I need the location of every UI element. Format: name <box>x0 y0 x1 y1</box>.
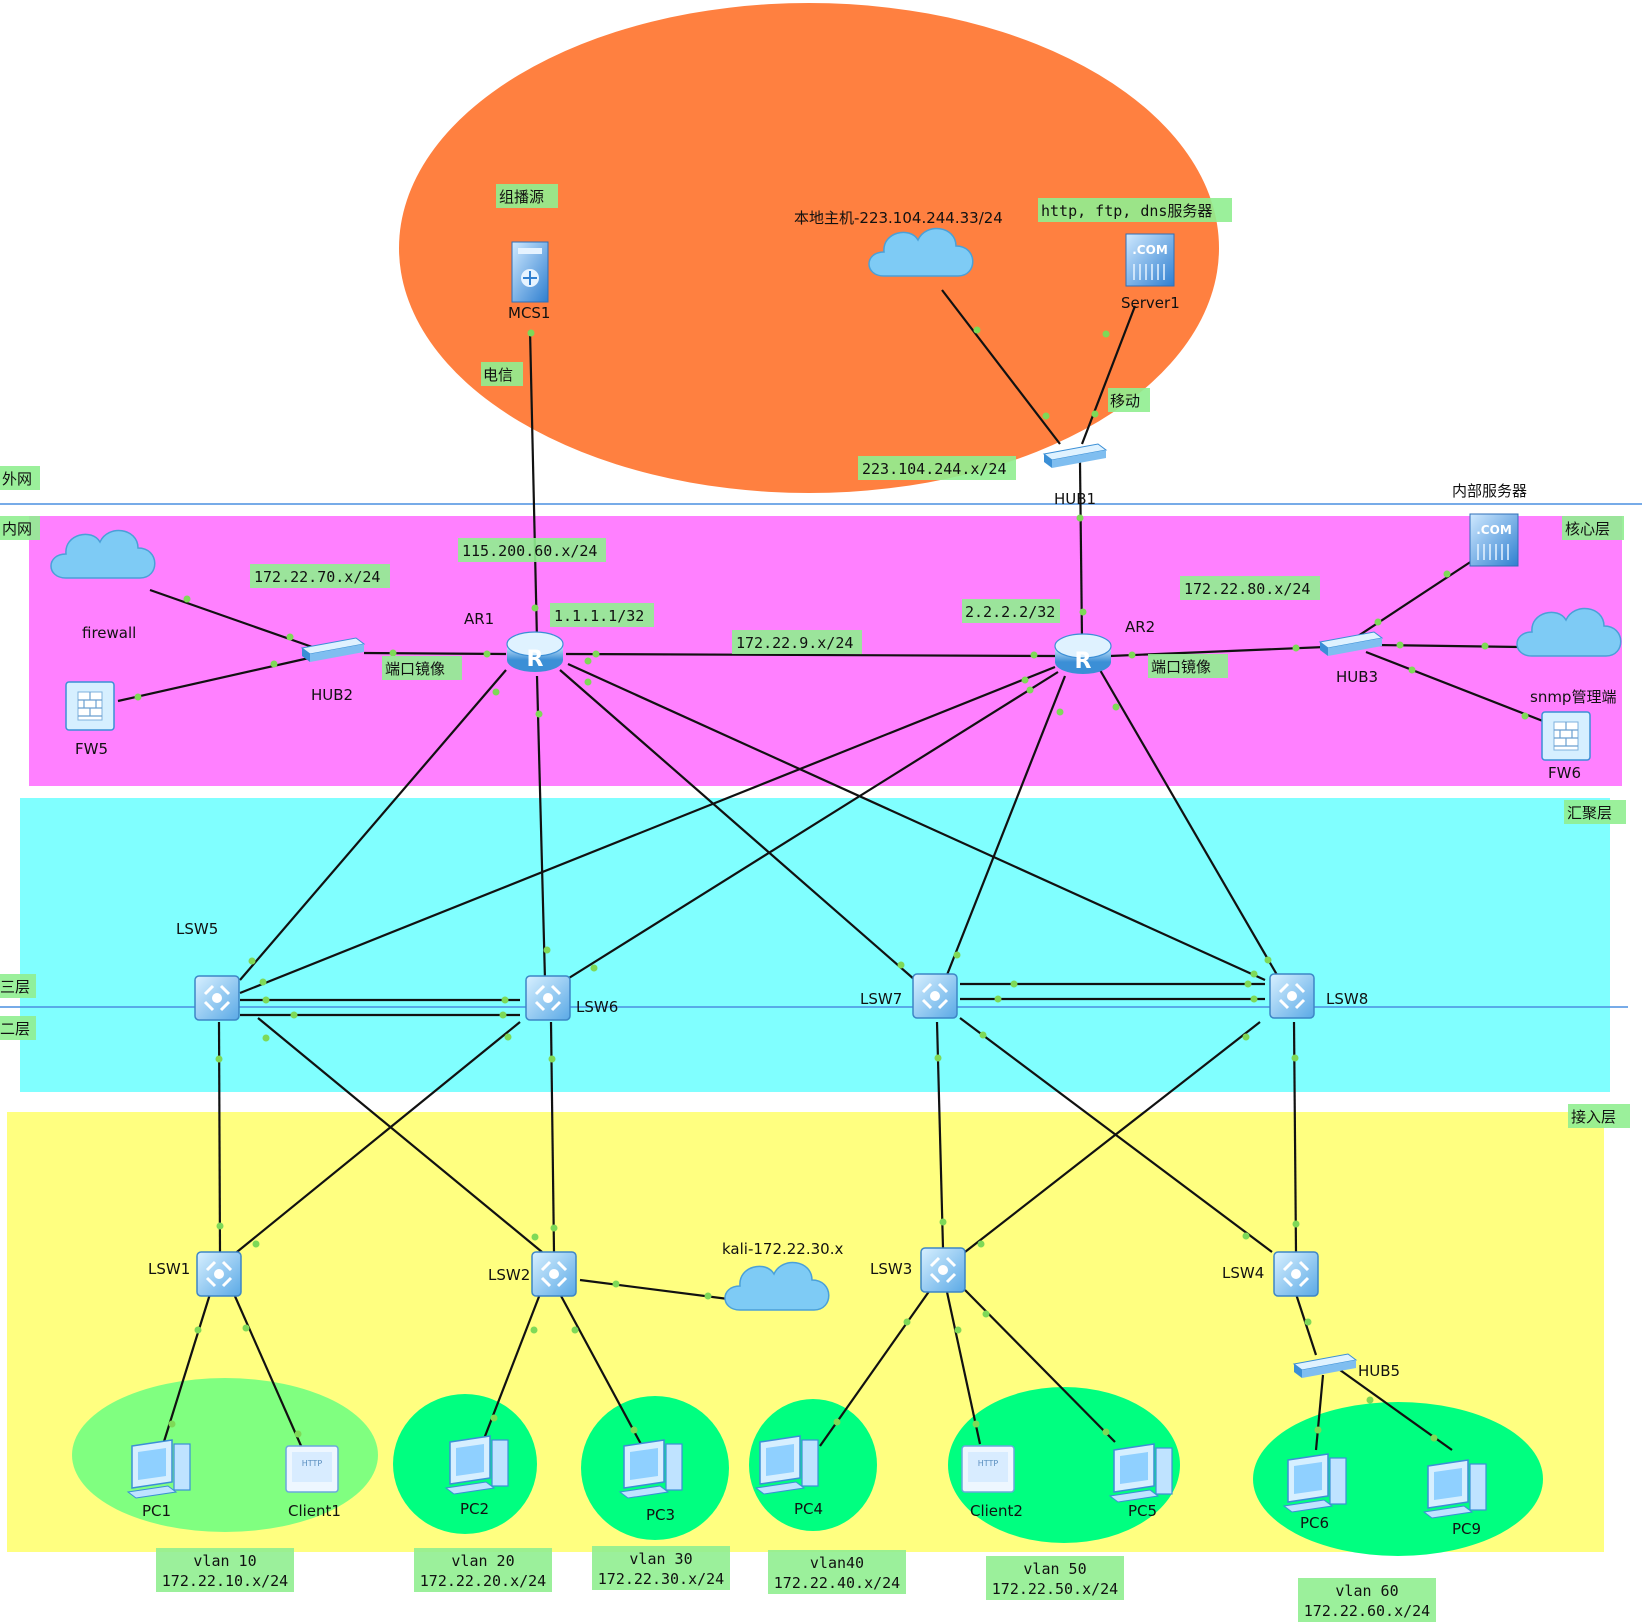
vlan20-name: vlan 20 <box>451 1552 514 1570</box>
net-80-label: 172.22.80.x/24 <box>1184 580 1310 598</box>
zone-outer-label: 外网 <box>2 470 32 488</box>
vlan60-bubble <box>1253 1402 1543 1556</box>
internal-server-label: 内部服务器 <box>1452 482 1527 500</box>
net-9-label: 172.22.9.x/24 <box>736 634 853 652</box>
hub3-label: HUB3 <box>1336 668 1378 686</box>
pc3-label: PC3 <box>646 1506 675 1524</box>
fw5-label: FW5 <box>75 740 108 758</box>
zone-layer2-label: 二层 <box>0 1020 30 1038</box>
vlan40-name: vlan40 <box>810 1554 864 1572</box>
lsw1-switch-icon[interactable] <box>195 1250 243 1298</box>
zone-core-label: 核心层 <box>1565 520 1610 538</box>
net-70-label: 172.22.70.x/24 <box>254 568 380 586</box>
ar1-label: AR1 <box>464 610 494 628</box>
lsw4-label: LSW4 <box>1222 1264 1264 1282</box>
multicast-server-icon[interactable] <box>511 241 549 303</box>
aggregation-layer-band <box>20 798 1610 1092</box>
vlan60-name: vlan 60 <box>1335 1582 1398 1600</box>
vlan10-name: vlan 10 <box>193 1552 256 1570</box>
pc4-label: PC4 <box>794 1500 823 1518</box>
net-115-label: 115.200.60.x/24 <box>462 542 597 560</box>
pc2-label: PC2 <box>460 1500 489 1518</box>
lsw4-switch-icon[interactable] <box>1272 1250 1320 1298</box>
local-host-label: 本地主机-223.104.244.33/24 <box>794 209 1003 227</box>
zone-access-label: 接入层 <box>1571 1108 1616 1126</box>
ar2-label: AR2 <box>1125 618 1155 636</box>
vlan60-net: 172.22.60.x/24 <box>1304 1602 1430 1620</box>
ar2-router-icon[interactable] <box>1054 633 1112 675</box>
internal-server-icon[interactable] <box>1469 513 1519 567</box>
lsw1-label: LSW1 <box>148 1260 190 1278</box>
telecom-label: 电信 <box>483 366 513 384</box>
hub1-net-label: 223.104.244.x/24 <box>862 460 1007 478</box>
lsw2-label: LSW2 <box>488 1266 530 1284</box>
lsw3-label: LSW3 <box>870 1260 912 1278</box>
multicast-source-label: 组播源 <box>499 188 544 206</box>
vlan30-net: 172.22.30.x/24 <box>598 1570 724 1588</box>
zone-labels: 外网 内网 核心层 汇聚层 接入层 三层 二层 <box>0 466 1630 1128</box>
device-labels: MCS1 Server1 HUB1 firewall FW5 HUB2 AR1 … <box>75 294 1616 1538</box>
mobile-label: 移动 <box>1110 392 1140 410</box>
pc9-label: PC9 <box>1452 1520 1481 1538</box>
lsw6-label: LSW6 <box>576 998 618 1016</box>
fw5-icon[interactable] <box>65 681 115 731</box>
ar1-loopback-label: 1.1.1.1/32 <box>554 607 644 625</box>
port-mirror-label-1: 端口镜像 <box>385 660 445 678</box>
hub5-label: HUB5 <box>1358 1362 1400 1380</box>
client2-icon[interactable] <box>961 1445 1015 1493</box>
lsw5-label: LSW5 <box>176 920 218 938</box>
lsw7-label: LSW7 <box>860 990 902 1008</box>
pc6-label: PC6 <box>1300 1514 1329 1532</box>
ar2-loopback-label: 2.2.2.2/32 <box>965 603 1055 621</box>
port-mirror-label-2: 端口镜像 <box>1151 658 1211 676</box>
external-labels: 组播源 本地主机-223.104.244.33/24 http, ftp, dn… <box>481 184 1232 480</box>
external-network-ellipse <box>399 3 1219 493</box>
vlan30-name: vlan 30 <box>629 1550 692 1568</box>
client1-icon[interactable] <box>285 1445 339 1493</box>
zone-aggregation-label: 汇聚层 <box>1567 804 1612 822</box>
server1-icon[interactable] <box>1125 233 1175 287</box>
vlan-labels: vlan 10 172.22.10.x/24 vlan 20 172.22.20… <box>156 1546 1436 1622</box>
link-endpoint-dots <box>134 326 1529 1442</box>
lsw8-switch-icon[interactable] <box>1268 972 1316 1020</box>
core-labels: 内部服务器 172.22.70.x/24 115.200.60.x/24 1.1… <box>250 482 1527 680</box>
kali-label: kali-172.22.30.x <box>722 1240 843 1258</box>
lsw5-switch-icon[interactable] <box>193 974 241 1022</box>
server1-label: Server1 <box>1121 294 1180 312</box>
fw6-label: FW6 <box>1548 764 1581 782</box>
snmp-label: snmp管理端 <box>1530 688 1616 706</box>
zone-layer3-label: 三层 <box>0 978 30 996</box>
client1-label: Client1 <box>288 1502 341 1520</box>
fw6-icon[interactable] <box>1541 711 1591 761</box>
hub2-label: HUB2 <box>311 686 353 704</box>
client2-label: Client2 <box>970 1502 1023 1520</box>
vlan10-net: 172.22.10.x/24 <box>162 1572 288 1590</box>
server-role-label: http, ftp, dns服务器 <box>1041 202 1212 220</box>
mcs1-label: MCS1 <box>508 304 550 322</box>
pc5-label: PC5 <box>1128 1502 1157 1520</box>
lsw3-switch-icon[interactable] <box>919 1246 967 1294</box>
firewall-cloud-label: firewall <box>82 624 136 642</box>
vlan50-net: 172.22.50.x/24 <box>992 1580 1118 1598</box>
ar1-router-icon[interactable] <box>506 631 564 673</box>
vlan20-net: 172.22.20.x/24 <box>420 1572 546 1590</box>
hub1-icon[interactable] <box>1043 443 1107 469</box>
hub1-label: HUB1 <box>1054 490 1096 508</box>
lsw2-switch-icon[interactable] <box>530 1250 578 1298</box>
pc1-label: PC1 <box>142 1502 171 1520</box>
vlan40-net: 172.22.40.x/24 <box>774 1574 900 1592</box>
vlan50-name: vlan 50 <box>1023 1560 1086 1578</box>
vlan50-bubble <box>948 1387 1180 1543</box>
zone-inner-label: 内网 <box>2 520 32 538</box>
lsw7-switch-icon[interactable] <box>911 972 959 1020</box>
lsw8-label: LSW8 <box>1326 990 1368 1008</box>
lsw6-switch-icon[interactable] <box>524 974 572 1022</box>
